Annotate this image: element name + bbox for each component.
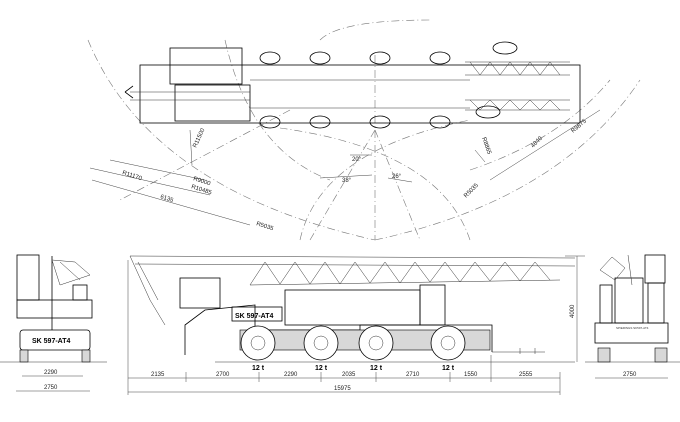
cab-top [169, 47, 243, 85]
front-view: SK 597-AT4 2290 2750 [0, 254, 107, 392]
front-wheel-right [81, 349, 91, 363]
front-cab-window [16, 254, 40, 301]
label-r8865: R8865 [480, 137, 492, 156]
axle-load-3: 12 t [370, 365, 383, 372]
wheel-3-hub [368, 335, 384, 351]
label-angle-38: 38° [342, 178, 352, 184]
angle-ray-right [374, 129, 421, 241]
counterweight-side [179, 277, 221, 309]
side-model-plate-box [231, 306, 283, 322]
side-segment-labels: 2135 2700 2290 2035 2710 1550 2555 15975… [151, 304, 576, 392]
turntable-side [284, 289, 421, 326]
rear-dim-width: 2750 [623, 372, 637, 378]
rear-bumper [594, 322, 669, 344]
hook-top [124, 85, 134, 99]
label-r9875: R9875 [570, 118, 588, 134]
radius-dimension-lines [89, 109, 601, 226]
swing-arc-top [319, 19, 431, 41]
front-model-plate: SK 597-AT4 [32, 338, 70, 345]
label-r5035-right: R5035 [463, 182, 480, 199]
segment-4: 2035 [342, 372, 356, 378]
side-model-plate: SK 597-AT4 [235, 313, 273, 320]
front-box [72, 284, 88, 301]
total-length: 15975 [334, 386, 351, 392]
axle-load-4: 12 t [442, 365, 455, 372]
label-r9000: R9000 [192, 176, 211, 187]
segment-2: 2700 [216, 372, 230, 378]
wheel-4 [430, 325, 466, 361]
front-bumper [19, 329, 91, 351]
front-jib [51, 259, 91, 286]
label-r11500: R11500 [192, 127, 206, 149]
swing-arc-mid [299, 119, 471, 241]
angle-ray-far-left [119, 109, 291, 201]
axle-load-labels: 12 t 12 t 12 t 12 t [252, 365, 455, 372]
mast-lattice-top [130, 61, 570, 111]
wheel-2 [303, 325, 339, 361]
wheel-4-hub [440, 335, 456, 351]
wheel-2-hub [313, 335, 329, 351]
front-wheel-left [19, 349, 29, 363]
rear-view: SPIERINGS SK597-AT4 2750 [585, 254, 680, 379]
top-view: R11500 R9000 R10485 R11170 6135 R5035 R8… [87, 19, 641, 241]
rear-cab [644, 254, 666, 284]
chassis-top-outline [139, 64, 581, 124]
swing-arc-outer-right [374, 79, 641, 241]
segment-5: 2710 [406, 372, 420, 378]
segment-3: 2290 [284, 372, 298, 378]
segment-6: 1550 [464, 372, 478, 378]
label-angle-20: 20° [352, 157, 362, 163]
label-r5035-left: R5035 [255, 221, 274, 232]
front-dim-track: 2290 [44, 370, 58, 376]
segment-7: 2555 [519, 372, 533, 378]
rear-turntable [614, 277, 644, 324]
mast-base-side [419, 284, 446, 326]
outrigger-pads-top [259, 41, 518, 129]
wheel-1 [240, 325, 276, 361]
boom-lattice-side [129, 255, 576, 326]
side-view: SK 597-AT4 12 t 12 t 12 t 12 t [127, 255, 585, 395]
wheel-3 [358, 325, 394, 361]
side-dim-lines [127, 255, 585, 395]
swing-arc-inner-left [224, 39, 331, 181]
rear-wheel-left [597, 347, 611, 363]
rear-box-left [599, 284, 613, 324]
rear-brand-text: SPIERINGS SK597-AT4 [616, 326, 649, 330]
axle-load-2: 12 t [315, 365, 328, 372]
rear-box-right [647, 282, 665, 324]
swing-arc-right [469, 79, 611, 171]
rear-jib [599, 254, 633, 286]
swing-arc-outer-left [87, 39, 376, 241]
axle-load-1: 12 t [252, 365, 265, 372]
counterweight-top [174, 84, 251, 122]
angle-ray-left [309, 129, 376, 241]
rear-wheel-right [654, 347, 668, 363]
rear-hitch-side [492, 348, 545, 354]
height-4000: 4000 [570, 304, 576, 318]
radius-labels: R11500 R9000 R10485 R11170 6135 R5035 R8… [121, 118, 588, 232]
label-angle-26: 26° [392, 174, 402, 180]
front-body [16, 299, 93, 319]
label-r11170: R11170 [121, 170, 143, 182]
segment-1: 2135 [151, 372, 165, 378]
label-6135: 6135 [159, 194, 174, 204]
wheels [240, 325, 466, 361]
wheel-1-hub [250, 335, 266, 351]
front-dim-width: 2750 [44, 385, 58, 391]
